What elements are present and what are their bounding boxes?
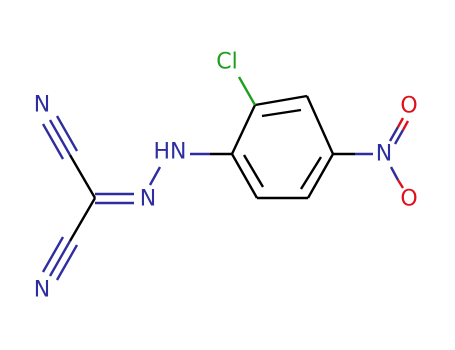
bond-c2-cl [237, 76, 257, 106]
nitro-n-label: N [376, 142, 392, 167]
bond-n-o-bottom-2 [396, 179, 405, 189]
nitrile-top-n-label: N [34, 93, 50, 118]
triple-top-3 [41, 123, 65, 160]
bond-nh-n [148, 166, 162, 186]
triple-bottom-2 [55, 244, 79, 281]
bond-n-o-top-1 [388, 126, 400, 142]
chlorine-label: Cl [216, 50, 237, 75]
nitrile-bottom: N [34, 197, 97, 303]
nitro-group: N O O [333, 94, 418, 212]
nitrile-bottom-n-label: N [34, 278, 50, 303]
benzene-ring [230, 94, 335, 200]
triple-bottom-3 [41, 236, 65, 273]
bond-c2-c3 [254, 94, 308, 107]
bond-n-o-bottom-1 [389, 166, 400, 181]
bond-c3-c4 [305, 95, 335, 155]
bond-c4-c5-inner [299, 156, 323, 190]
nitro-o-top-label: O [400, 94, 417, 119]
bond-c6-c1-inner [242, 154, 265, 188]
nitrile-top: N [34, 93, 97, 199]
triple-top-2 [55, 115, 79, 152]
bond-c6-c1 [230, 153, 259, 199]
bond-c-cn-bottom [68, 197, 97, 242]
bond-c1-c2 [230, 104, 257, 155]
triple-top-1 [48, 119, 72, 156]
bond-c-cn-top [68, 154, 97, 199]
bond-c4-c5 [306, 153, 335, 199]
triple-bottom-1 [48, 240, 72, 277]
bond-n-o-top-3 [396, 117, 405, 128]
bond-n-o-top-4 [401, 120, 410, 131]
nitro-o-bottom-label: O [400, 187, 417, 212]
bond-n-o-top-2 [393, 129, 405, 145]
nh-label: HN [154, 140, 187, 165]
bond-c2-c3-inner [261, 108, 302, 118]
hydrazone-n-label: N [140, 187, 156, 212]
